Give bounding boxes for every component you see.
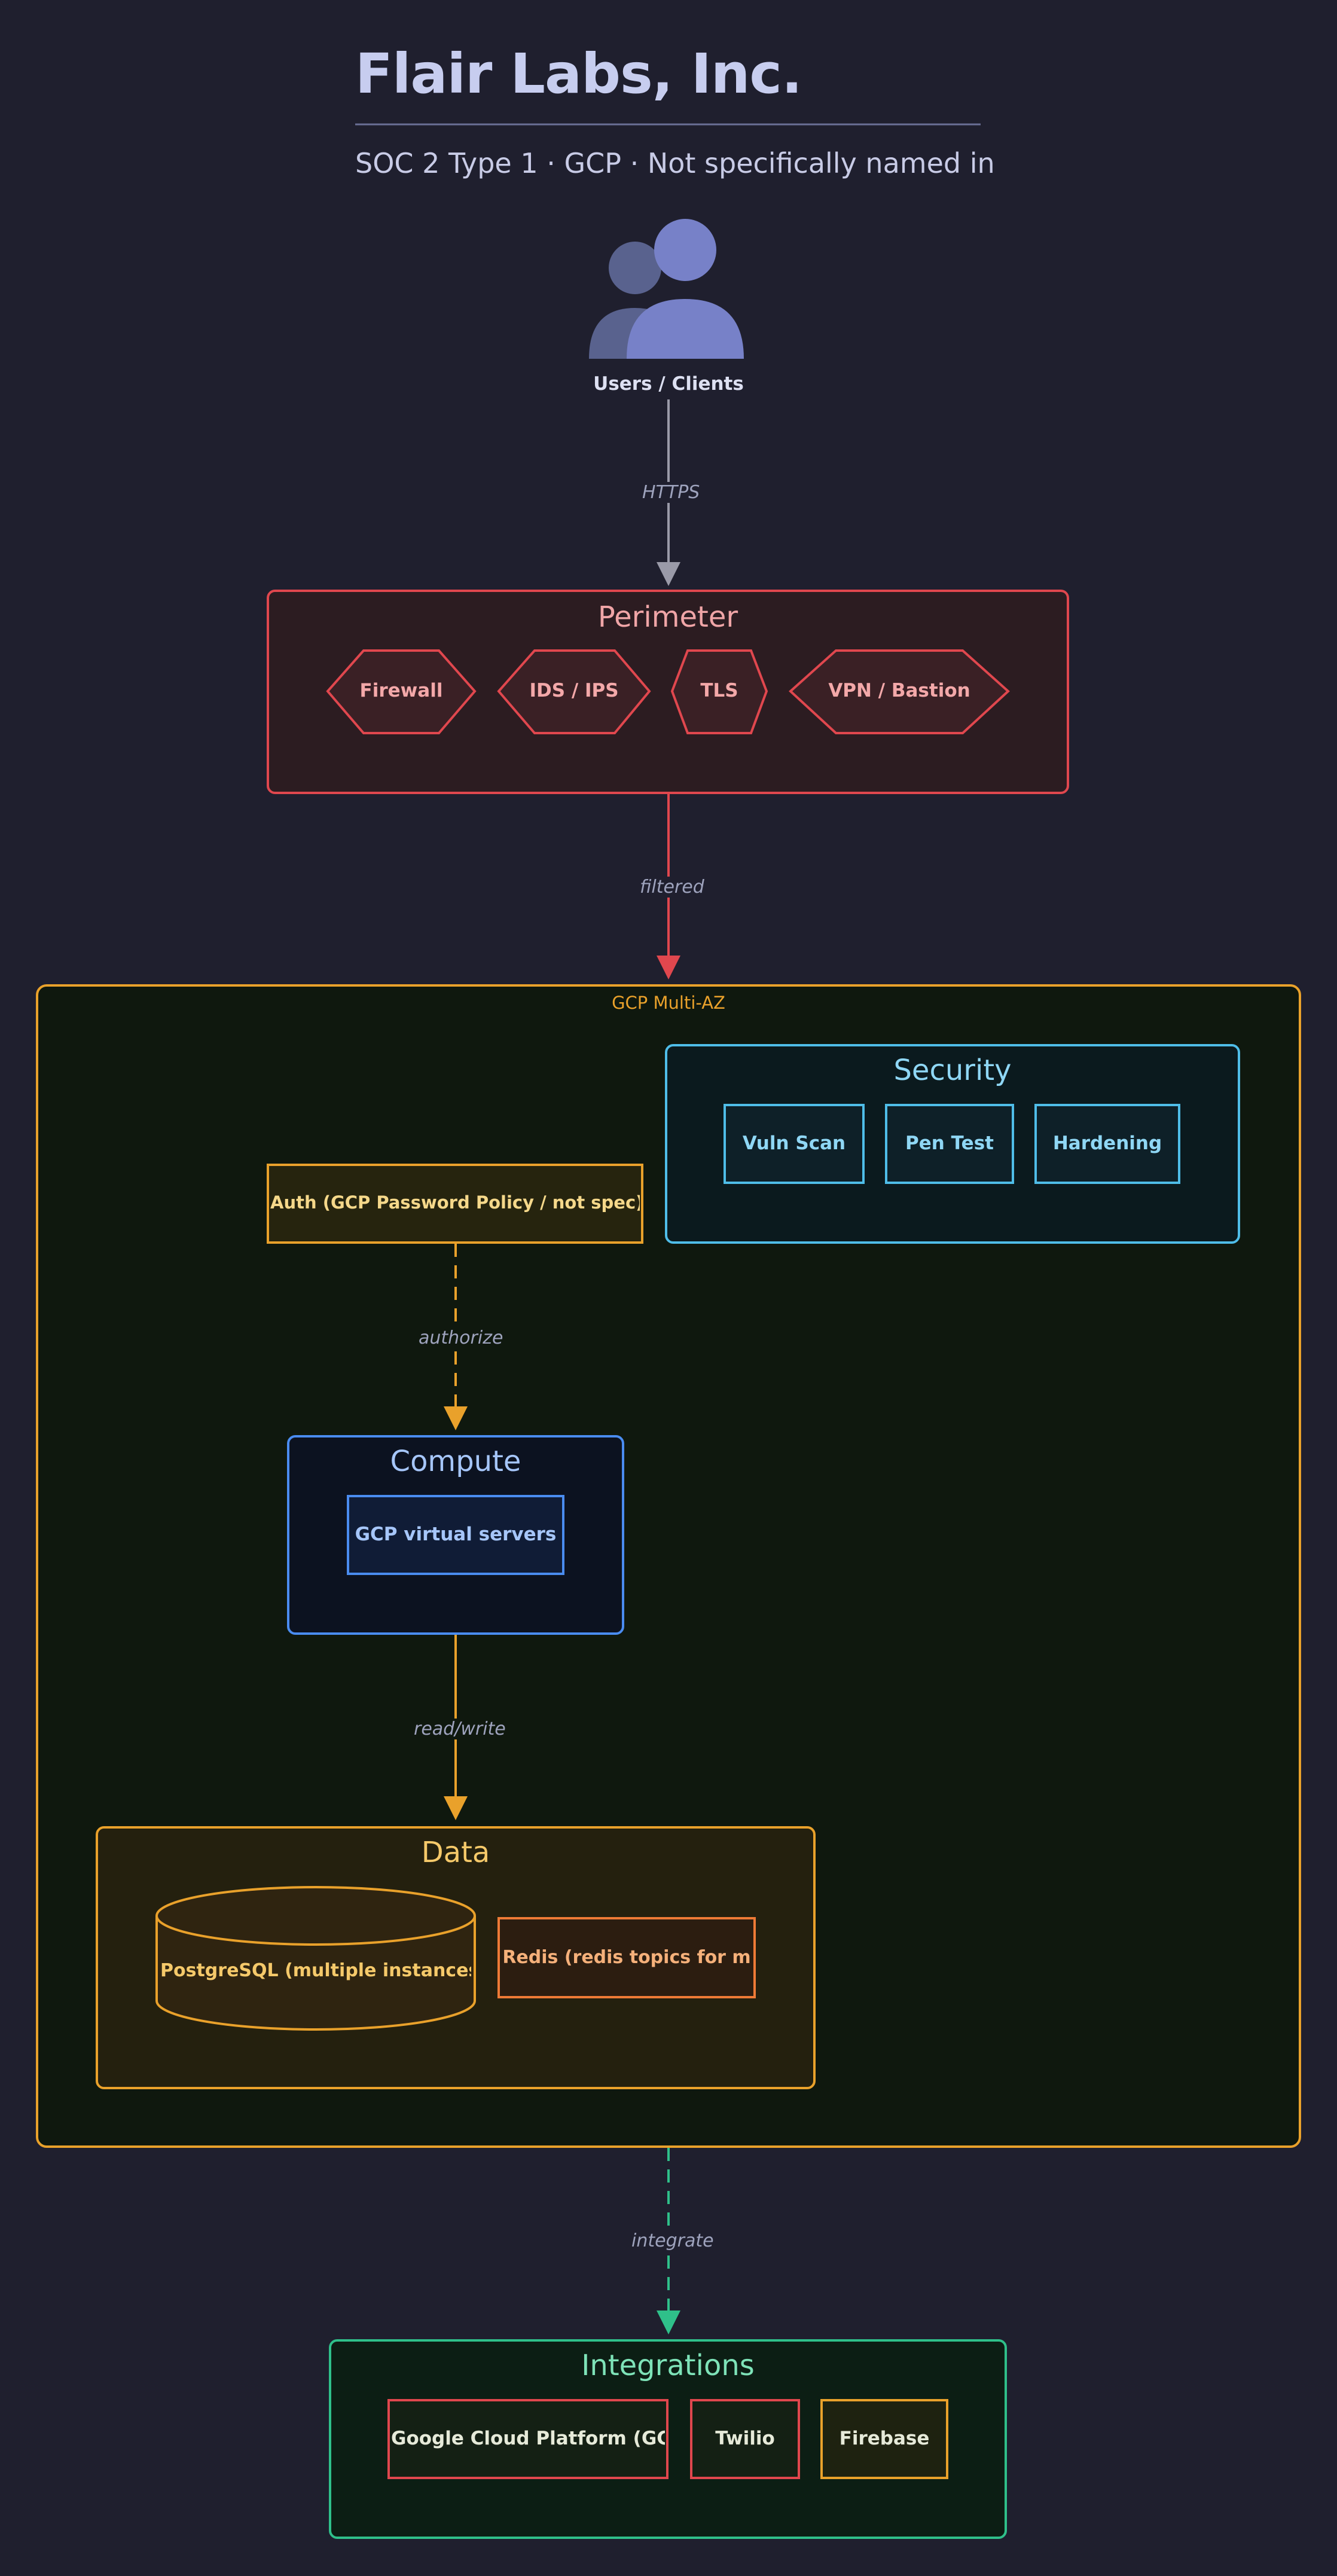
edge-label-integrate: integrate: [628, 2230, 718, 2251]
security-item-box-2: [1034, 1104, 1180, 1184]
perimeter-hex-firewall: [326, 649, 477, 734]
perimeter-item-tls: TLS: [700, 680, 738, 701]
security-item-vuln-scan: Vuln Scan: [742, 1133, 846, 1154]
edge-label-filtered: filtered: [636, 877, 708, 898]
integration-box-1: [690, 2399, 800, 2479]
security-item-box-1: [885, 1104, 1014, 1184]
edge-label-https: HTTPS: [639, 482, 704, 503]
perimeter-hex-tls: [670, 649, 768, 734]
compute-item-box-0: [347, 1495, 564, 1575]
integrations-title: Integrations: [581, 2349, 755, 2382]
integration-box-2: [820, 2399, 948, 2479]
perimeter-title: Perimeter: [597, 600, 738, 634]
auth-label: Auth (GCP Password Policy / not spec): [270, 1192, 640, 1213]
integration-item-twilio: Twilio: [715, 2428, 775, 2449]
compute-title: Compute: [390, 1445, 521, 1478]
perimeter-group: [267, 590, 1069, 794]
data-item-redis: Redis (redis topics for m: [502, 1947, 751, 1968]
data-item-postgresql: PostgreSQL (multiple instances: [160, 1960, 471, 1981]
integration-item-gcp: Google Cloud Platform (GC: [391, 2428, 665, 2449]
data-title: Data: [421, 1836, 490, 1869]
redis-box: [497, 1917, 756, 1998]
cloud-label: GCP Multi-AZ: [612, 993, 725, 1013]
database-cylinder: [155, 1886, 476, 2031]
edge-label-readwrite: read/write: [410, 1719, 509, 1739]
integration-box-0: [387, 2399, 668, 2479]
users-icon: [589, 219, 744, 359]
security-item-pen-test: Pen Test: [905, 1133, 994, 1154]
security-item-hardening: Hardening: [1052, 1133, 1162, 1154]
security-title: Security: [893, 1054, 1012, 1087]
security-item-box-0: [724, 1104, 865, 1184]
perimeter-hex-vpn: [789, 649, 1010, 734]
perimeter-item-firewall: Firewall: [359, 680, 443, 701]
page-title: Flair Labs, Inc.: [355, 42, 802, 106]
users-label: Users / Clients: [593, 373, 744, 395]
auth-box: [267, 1164, 643, 1244]
perimeter-hex-ids: [497, 649, 651, 734]
compute-item-gcp-servers: GCP virtual servers: [355, 1524, 557, 1545]
integration-item-firebase: Firebase: [839, 2428, 930, 2449]
perimeter-item-vpn: VPN / Bastion: [828, 680, 970, 701]
page-subtitle: SOC 2 Type 1 · GCP · Not specifically na…: [355, 147, 995, 179]
edge-label-authorize: authorize: [415, 1327, 507, 1348]
perimeter-item-ids-ips: IDS / IPS: [529, 680, 619, 701]
